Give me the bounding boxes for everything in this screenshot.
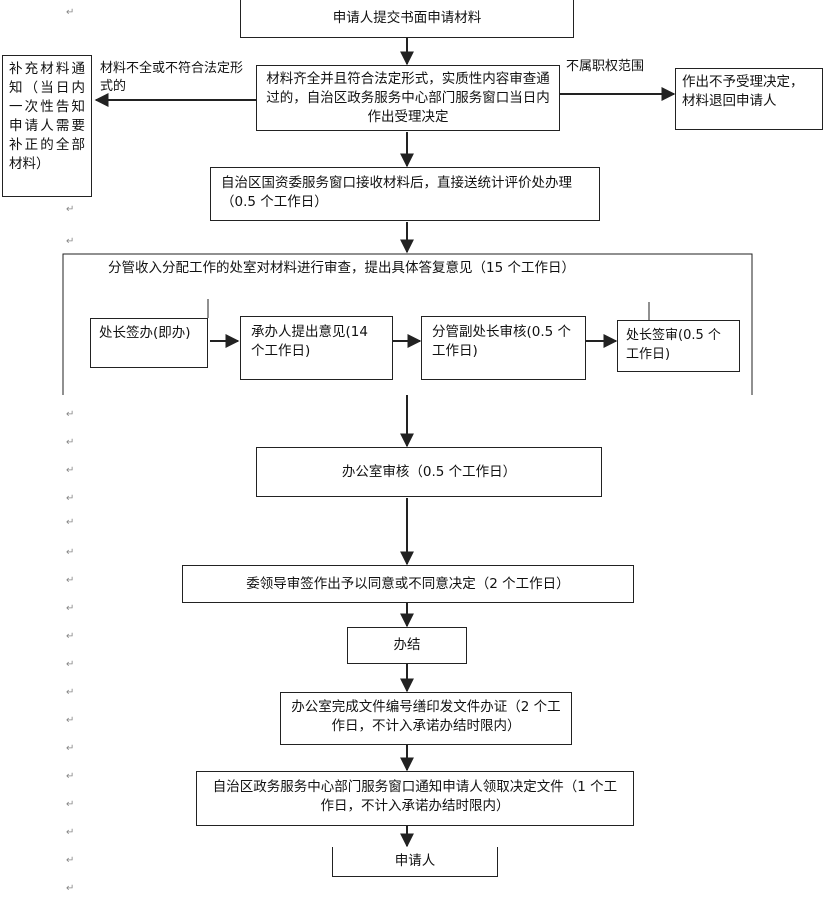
- step-chief-assign: 处长签办(即办): [90, 318, 208, 368]
- applicant-box: 申请人: [332, 847, 498, 877]
- doc-issue-box: 办公室完成文件编号缮印发文件办证（2 个工作日，不计入承诺办结时限内）: [280, 692, 572, 745]
- accept-box: 材料齐全并且符合法定形式，实质性内容审查通过的，自治区政务服务中心部门服务窗口当…: [256, 65, 560, 131]
- receive-box: 自治区国资委服务窗口接收材料后，直接送统计评价处办理（0.5 个工作日）: [210, 167, 600, 221]
- notify-box: 自治区政务服务中心部门服务窗口通知申请人领取决定文件（1 个工作日，不计入承诺办…: [196, 771, 634, 826]
- review-header: 分管收入分配工作的处室对材料进行审查，提出具体答复意见（15 个工作日）: [108, 260, 575, 276]
- supplement-box: 补充材料通知（当日内一次性告知申请人需要补正的全部材料）: [2, 55, 92, 197]
- step-chief-sign: 处长签审(0.5 个工作日): [617, 320, 740, 372]
- office-review-box: 办公室审核（0.5 个工作日）: [256, 447, 602, 497]
- label-out-of-scope: 不属职权范围: [566, 59, 645, 74]
- submit-box: 申请人提交书面申请材料: [240, 0, 574, 38]
- submit-text: 申请人提交书面申请材料: [332, 10, 482, 26]
- supplement-text: 补充材料通知（当日内一次性告知申请人需要补正的全部材料）: [9, 61, 85, 172]
- accept-text: 材料齐全并且符合法定形式，实质性内容审查通过的，自治区政务服务中心部门服务窗口当…: [266, 71, 550, 125]
- not-accepted-box: 作出不予受理决定，材料退回申请人: [675, 68, 823, 130]
- review-frame: [62, 253, 753, 395]
- step-handler: 承办人提出意见(14 个工作日): [240, 316, 393, 380]
- leader-sign-box: 委领导审签作出予以同意或不同意决定（2 个工作日）: [182, 565, 634, 603]
- step-deputy: 分管副处长审核(0.5 个工作日): [421, 316, 586, 380]
- label-incomplete: 材料不全或不符合法定形式的: [100, 61, 244, 94]
- done-box: 办结: [347, 627, 467, 664]
- receive-text: 自治区国资委服务窗口接收材料后，直接送统计评价处办理（0.5 个工作日）: [221, 175, 572, 210]
- not-accepted-text: 作出不予受理决定，材料退回申请人: [682, 74, 804, 109]
